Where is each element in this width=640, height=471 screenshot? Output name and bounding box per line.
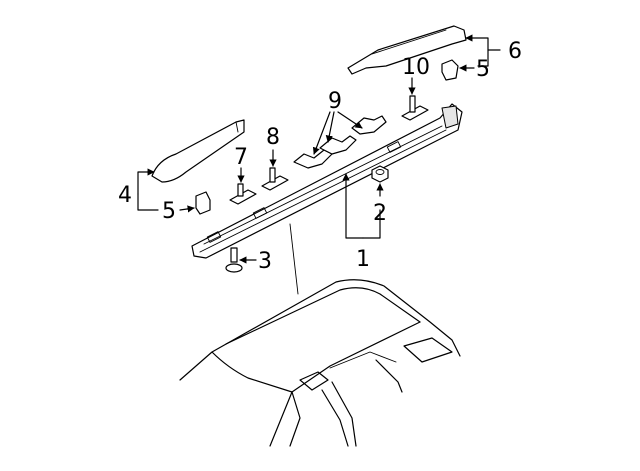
callout-leaders (137, 34, 501, 264)
nut-part-2 (371, 165, 389, 183)
callout-5b: 5 (476, 57, 490, 82)
front-cover-part-4 (151, 119, 245, 183)
callout-labels: 1 2 3 4 5 5 6 7 8 9 10 (118, 39, 522, 274)
stud-part-7 (229, 183, 257, 205)
callout-8: 8 (266, 125, 280, 150)
bolt-part-3 (225, 247, 243, 273)
callout-6: 6 (508, 39, 522, 64)
clip-part-5a (195, 191, 211, 215)
stud-part-10 (401, 95, 429, 121)
rear-cover-part-6 (347, 25, 467, 75)
callout-5a: 5 (162, 199, 176, 224)
callout-4: 4 (118, 183, 132, 208)
callout-9: 9 (328, 89, 342, 114)
vehicle-roof-outline (179, 279, 461, 447)
stud-part-8 (261, 167, 289, 191)
bracket-part-9c (351, 115, 387, 135)
bracket-part-9b (319, 135, 357, 155)
callout-2: 2 (373, 201, 387, 226)
roof-rail-part-1 (191, 103, 463, 259)
callout-7: 7 (234, 145, 248, 170)
bracket-part-9a (293, 149, 333, 169)
callout-10: 10 (402, 55, 430, 80)
callout-3: 3 (258, 249, 272, 274)
clip-part-5b (441, 59, 459, 81)
roof-leader-line (289, 223, 299, 295)
callout-1: 1 (356, 247, 370, 272)
